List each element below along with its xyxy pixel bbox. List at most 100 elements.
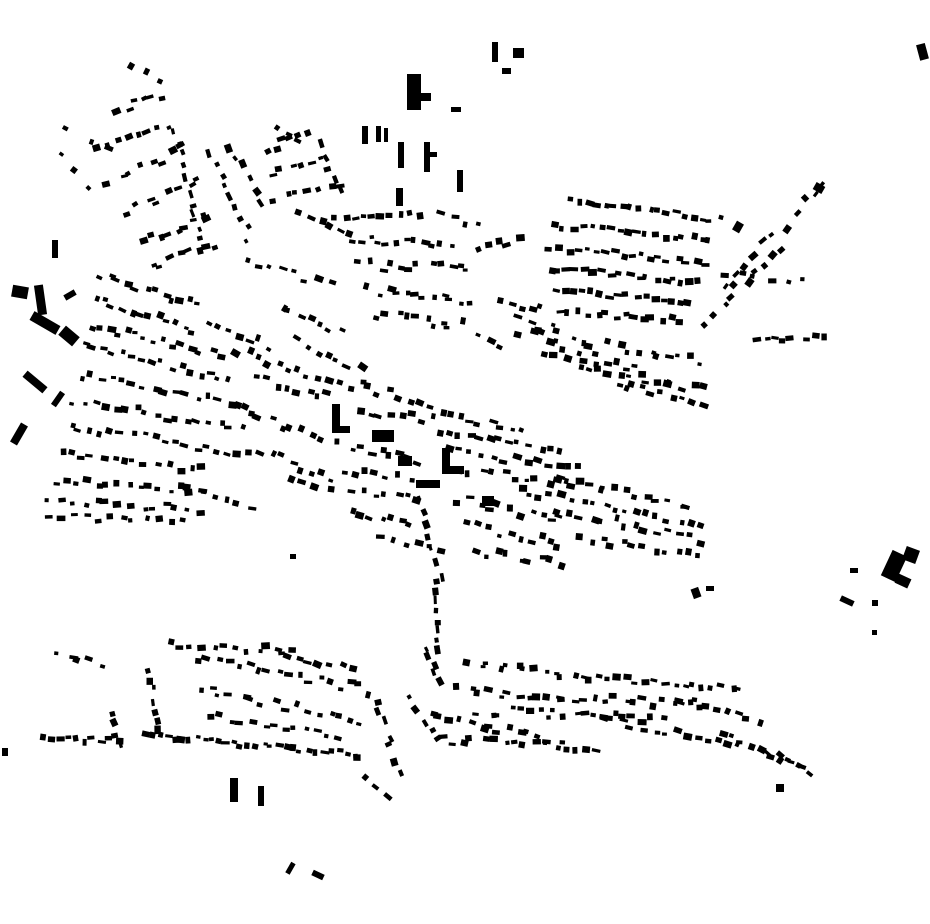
building-footprint	[592, 694, 599, 702]
building-footprint	[105, 303, 114, 310]
building-footprint	[214, 161, 221, 168]
building-footprint	[658, 696, 665, 703]
building-footprint	[145, 286, 152, 293]
building-footprint	[541, 512, 548, 518]
building-footprint	[696, 704, 703, 711]
building-footprint	[502, 662, 508, 668]
building-footprint	[255, 666, 262, 675]
building-footprint	[269, 172, 278, 178]
building-footprint	[438, 734, 448, 740]
building-footprint	[641, 230, 647, 238]
building-footprint	[302, 659, 312, 666]
building-footprint	[284, 367, 292, 374]
building-footprint	[131, 200, 139, 208]
building-footprint	[166, 460, 174, 468]
building-footprint	[141, 128, 151, 136]
building-footprint	[765, 336, 771, 341]
building-footprint	[620, 523, 626, 531]
building-footprint	[533, 733, 541, 740]
building-footprint	[631, 681, 638, 686]
building-footprint	[618, 371, 626, 380]
building-footprint	[544, 490, 552, 497]
building-footprint	[117, 740, 124, 749]
building-footprint	[725, 292, 735, 302]
building-footprint	[244, 695, 254, 702]
building-footprint	[317, 712, 323, 718]
building-footprint	[347, 678, 357, 685]
building-footprint	[529, 664, 538, 672]
building-footprint	[389, 757, 399, 767]
building-footprint	[660, 714, 668, 721]
building-footprint	[175, 339, 185, 348]
building-footprint	[354, 510, 365, 520]
building-footprint	[185, 418, 192, 425]
building-footprint	[728, 280, 738, 290]
building-footprint	[603, 715, 613, 722]
building-footprint	[231, 739, 238, 745]
building-footprint	[539, 446, 547, 454]
building-footprint	[193, 301, 200, 306]
building-footprint	[325, 662, 333, 668]
building-footprint	[282, 652, 292, 661]
building-footprint	[623, 384, 630, 392]
building-footprint	[270, 415, 278, 421]
building-footprint	[88, 325, 97, 332]
building-footprint	[412, 260, 418, 267]
building-footprint	[552, 508, 561, 517]
building-footprint	[158, 95, 166, 102]
building-footprint	[262, 374, 271, 381]
building-footprint	[282, 727, 290, 732]
building-footprint	[350, 447, 356, 452]
building-footprint	[179, 517, 186, 523]
building-footprint	[367, 257, 373, 265]
building-footprint	[141, 730, 151, 738]
building-footprint	[410, 704, 421, 715]
building-footprint	[240, 423, 247, 430]
building-footprint	[98, 377, 107, 382]
building-footprint	[211, 244, 219, 251]
building-footprint	[376, 126, 381, 142]
building-footprint	[303, 709, 312, 715]
building-footprint	[752, 336, 762, 343]
building-footprint	[224, 496, 230, 504]
building-footprint	[701, 263, 710, 267]
building-footprint	[430, 412, 436, 420]
building-footprint	[277, 669, 284, 674]
building-footprint	[590, 712, 597, 718]
building-footprint	[668, 313, 677, 321]
building-footprint	[675, 353, 680, 358]
building-footprint	[675, 318, 684, 326]
building-footprint	[645, 390, 655, 398]
building-footprint	[407, 398, 416, 406]
building-footprint	[565, 462, 571, 470]
building-footprint	[285, 131, 293, 138]
building-footprint	[85, 185, 92, 192]
building-footprint	[628, 253, 637, 259]
building-footprint	[430, 668, 437, 677]
building-footprint	[444, 297, 453, 302]
building-footprint	[162, 417, 173, 424]
building-footprint	[2, 748, 8, 756]
building-footprint	[356, 444, 365, 450]
building-footprint	[432, 557, 440, 567]
building-footprint	[367, 451, 378, 457]
building-footprint	[812, 182, 826, 194]
building-footprint	[373, 494, 380, 498]
building-footprint	[687, 518, 696, 528]
building-footprint	[113, 455, 120, 462]
building-footprint	[302, 187, 312, 194]
building-footprint	[664, 354, 675, 360]
building-footprint	[613, 292, 623, 297]
building-footprint	[95, 430, 103, 438]
building-footprint	[561, 267, 571, 272]
building-footprint	[140, 409, 147, 416]
building-footprint	[313, 274, 325, 284]
building-footprint	[622, 367, 630, 372]
building-footprint	[522, 728, 530, 735]
building-footprint	[679, 519, 685, 526]
building-footprint	[538, 707, 544, 712]
building-footprint	[384, 128, 388, 142]
building-footprint	[621, 509, 627, 514]
building-footprint	[319, 675, 325, 680]
building-footprint	[445, 429, 454, 437]
